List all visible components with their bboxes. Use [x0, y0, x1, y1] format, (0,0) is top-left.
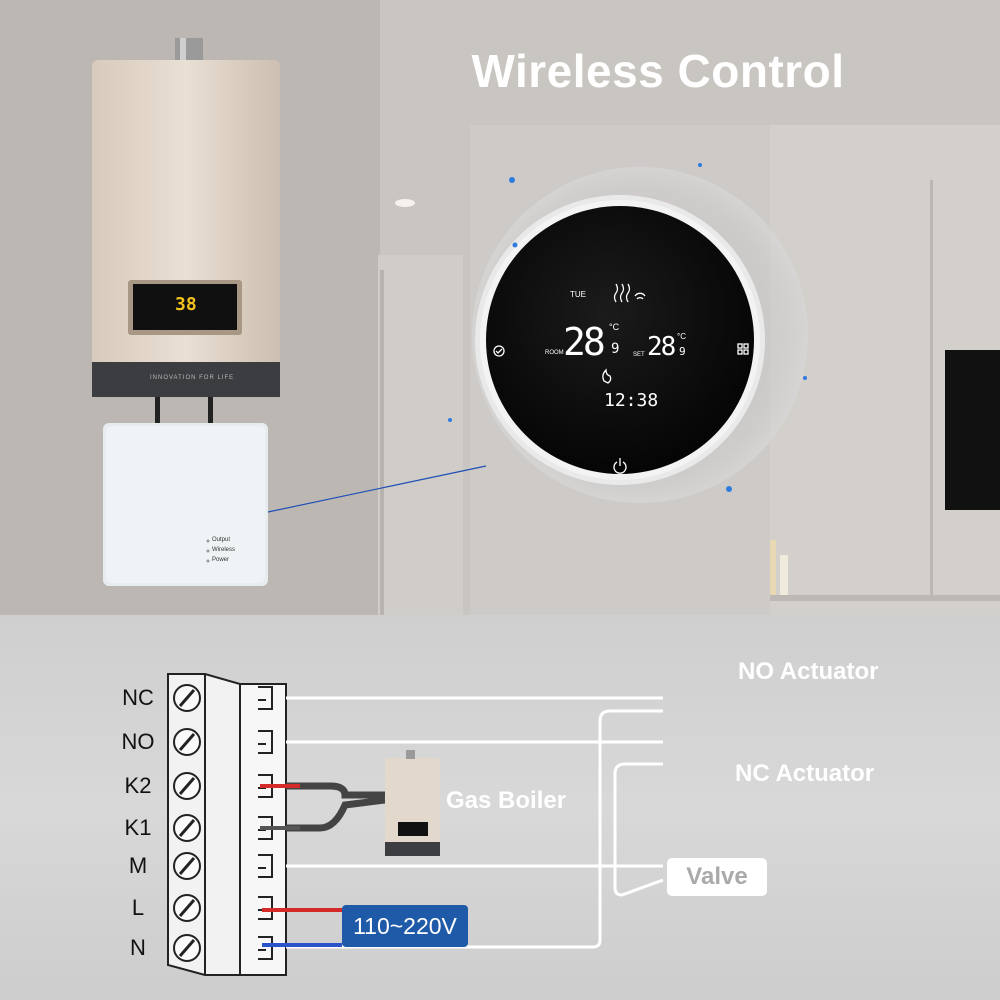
screw-slot: [178, 689, 196, 707]
headline: Wireless Control: [471, 45, 845, 97]
set-temp: 28: [647, 332, 676, 362]
screw-slot: [178, 939, 196, 957]
room-label: ROOM: [545, 350, 564, 356]
thermostat-day: TUE: [570, 290, 586, 299]
power-button[interactable]: [608, 450, 632, 474]
screw-slot: [178, 733, 196, 751]
screw-slot: [178, 819, 196, 837]
room-unit: °C: [609, 322, 620, 332]
terminal-socket: [258, 854, 273, 878]
terminal-label-l: L: [131, 895, 145, 920]
room-scene: [0, 0, 1000, 615]
room-temp: 28: [563, 320, 606, 364]
screw-slot: [178, 899, 196, 917]
product-photo: 38 INNOVATION FOR LIFE Output Wireless P…: [0, 0, 1000, 615]
wiring-diagram: NO Actuator NC Actuator Gas Boiler Valve…: [0, 615, 1000, 1000]
terminal-socket: [258, 936, 273, 960]
voltage-label: 110~220V: [342, 905, 468, 947]
set-unit: °C: [677, 332, 686, 341]
valve-label: Valve: [667, 858, 767, 896]
led-power-label: Power: [212, 557, 230, 563]
gas-boiler-label: Gas Boiler: [446, 787, 567, 814]
terminal-label-n: N: [130, 935, 146, 960]
terminal-label-m: M: [128, 853, 148, 878]
led-output-label: Output: [212, 537, 231, 543]
terminal-socket: [258, 686, 273, 710]
nc-actuator-label: NC Actuator: [735, 760, 875, 787]
wiring-svg: [167, 673, 664, 976]
thermostat-time: 12:38: [604, 390, 659, 411]
screw-slot: [178, 857, 196, 875]
boiler-display-temp: 38: [175, 294, 197, 315]
screw-slot: [178, 777, 196, 795]
set-label: SET: [633, 352, 645, 358]
room-decimal: 9: [611, 341, 620, 357]
boiler-brand-text: INNOVATION FOR LIFE: [150, 375, 235, 381]
terminal-label-nc: NC: [122, 685, 154, 710]
terminal-socket: [258, 730, 273, 754]
led-wireless-label: Wireless: [212, 547, 236, 553]
terminal-label-k2: K2: [124, 773, 152, 798]
terminal-label-no: NO: [121, 729, 155, 754]
no-actuator-label: NO Actuator: [738, 658, 879, 685]
terminal-label-k1: K1: [124, 815, 152, 840]
set-decimal: 9: [679, 345, 686, 358]
boiler-display: 38: [175, 294, 197, 315]
